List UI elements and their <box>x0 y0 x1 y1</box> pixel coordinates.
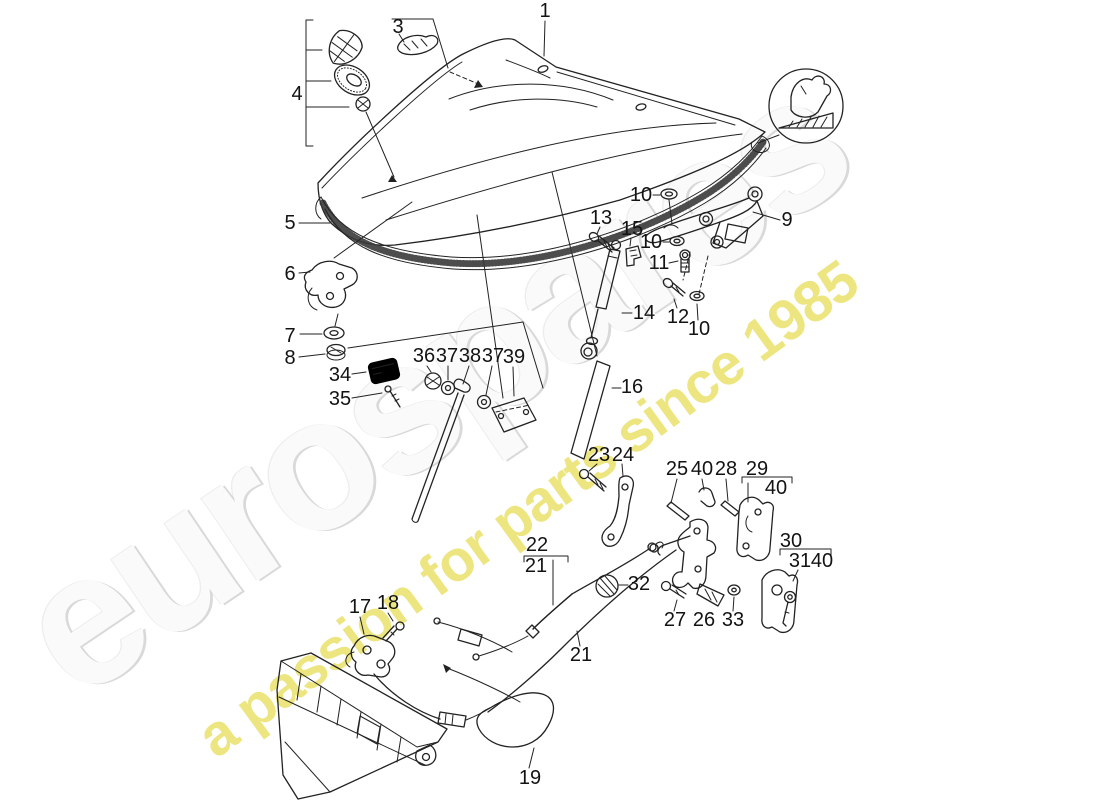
buffer-group <box>352 357 401 407</box>
cable-21 <box>488 550 676 712</box>
callout-11-18: 11 <box>648 252 670 274</box>
callout-12-20: 12 <box>666 306 690 328</box>
lock-latch-29 <box>737 497 774 560</box>
lock-cylinder-31 <box>762 570 798 633</box>
callout-22-34: 22 <box>525 534 549 556</box>
callout-4-2: 4 <box>291 83 303 105</box>
callout-26-39: 26 <box>692 609 716 631</box>
upper-latch-group <box>299 202 543 388</box>
screw-18 <box>396 622 404 630</box>
callout-40-33: 40 <box>810 550 834 572</box>
callout-18-42: 18 <box>376 592 400 614</box>
callout-10-17: 10 <box>639 231 663 253</box>
callout-9-19: 9 <box>781 209 793 231</box>
lock-cluster <box>650 477 831 632</box>
callout-28-28: 28 <box>714 458 738 480</box>
callout-10-21: 10 <box>687 318 711 340</box>
pull-loop-19 <box>477 693 554 747</box>
callout-1-0: 1 <box>539 0 551 22</box>
lock-bracket-group <box>580 464 634 546</box>
callout-29-29: 29 <box>745 458 769 480</box>
callout-6-4: 6 <box>284 263 296 285</box>
callout-38-11: 38 <box>458 345 482 367</box>
pin-25 <box>667 502 689 520</box>
washer-33 <box>728 585 740 595</box>
callout-33-40: 33 <box>721 609 745 631</box>
callout-14-22: 14 <box>632 302 656 324</box>
callout-21-35: 21 <box>524 555 548 577</box>
crest-emblem <box>321 25 367 72</box>
grommet-32 <box>596 575 618 597</box>
hood-lock-26 <box>650 519 724 606</box>
hinge-group <box>588 187 780 320</box>
callout-40-30: 40 <box>764 477 788 499</box>
clip-15 <box>626 246 641 266</box>
callout-15-16: 15 <box>620 218 644 240</box>
callout-39-13: 39 <box>502 346 526 368</box>
callout-21-37: 21 <box>569 644 593 666</box>
callout-34-7: 34 <box>328 364 352 386</box>
polishing-glove-icon <box>779 76 833 128</box>
callout-17-41: 17 <box>348 596 372 618</box>
callout-31-32: 31 <box>788 550 812 572</box>
callout-25-26: 25 <box>665 458 689 480</box>
key-icon <box>785 592 796 603</box>
emblem-gasket <box>329 59 375 102</box>
callout-24-25: 24 <box>611 444 635 466</box>
callout-13-15: 13 <box>589 207 613 229</box>
callout-35-8: 35 <box>328 388 352 410</box>
callout-30-31: 30 <box>779 530 803 552</box>
cable-22 <box>572 549 649 594</box>
callout-40-27: 40 <box>690 458 714 480</box>
callout-37-12: 37 <box>481 345 505 367</box>
release-cable-group <box>374 542 676 768</box>
callout-16-23: 16 <box>620 376 644 398</box>
callout-36-9: 36 <box>412 345 436 367</box>
script-badge <box>398 35 438 54</box>
callout-19-43: 19 <box>518 767 542 789</box>
hood-seal <box>299 136 769 270</box>
emblem-crest-group <box>306 19 448 182</box>
callout-5-3: 5 <box>284 212 296 234</box>
strut-tube <box>571 361 621 459</box>
care-instruction-icon <box>758 69 843 143</box>
callout-7-5: 7 <box>284 325 296 347</box>
bracket-4 <box>306 20 313 146</box>
callout-23-24: 23 <box>587 444 611 466</box>
callout-8-6: 8 <box>284 347 296 369</box>
cable-conduit <box>374 674 440 719</box>
prop-rod-group <box>412 366 536 522</box>
gas-strut <box>581 241 632 360</box>
emblem-nut <box>356 97 370 111</box>
hood-hinge <box>646 187 763 248</box>
screw-27 <box>662 582 671 591</box>
callout-3-1: 3 <box>392 16 404 38</box>
front-panel-grille <box>277 653 447 799</box>
callout-32-36: 32 <box>627 573 651 595</box>
callout-27-38: 27 <box>663 609 687 631</box>
front-latch-group <box>346 613 404 677</box>
callout-37-10: 37 <box>435 345 459 367</box>
callout-10-14: 10 <box>629 184 653 206</box>
screw-12 <box>662 277 685 296</box>
